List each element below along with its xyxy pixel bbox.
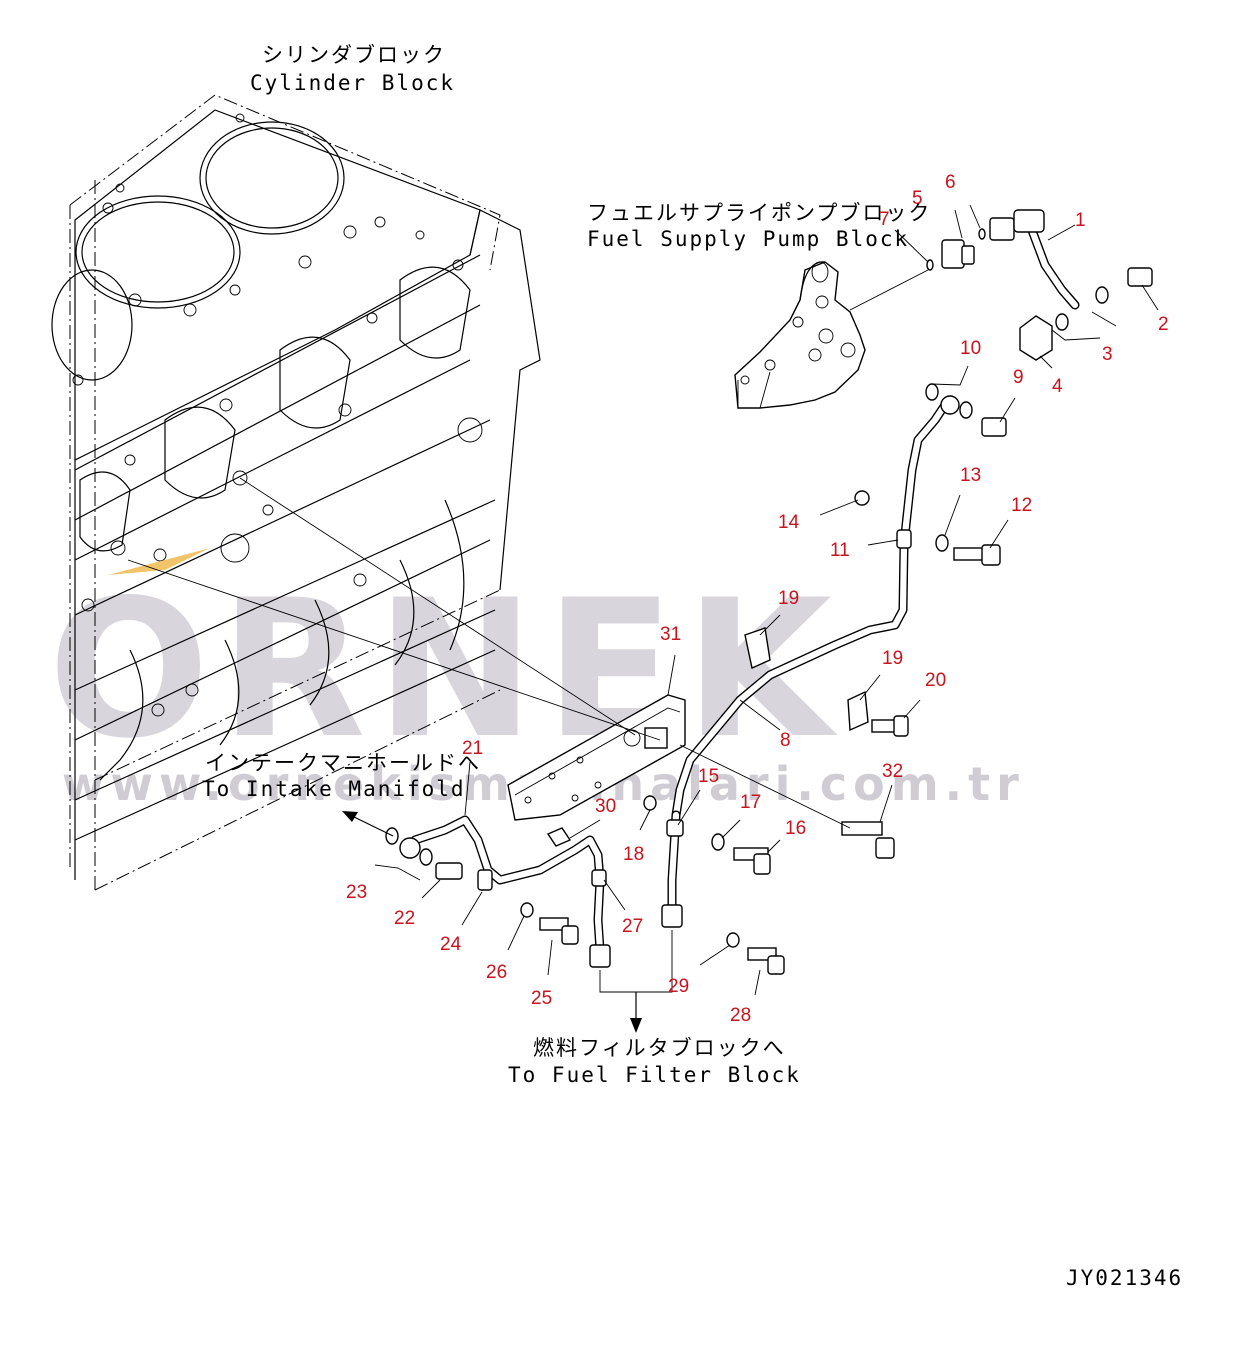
fuel-supply-pump-block [734,261,866,409]
callout-21[interactable]: 21 [462,738,483,759]
intake-label-jp: インテークマニホールドへ [205,751,481,775]
callout-15[interactable]: 15 [698,766,719,787]
callout-6[interactable]: 6 [945,172,956,193]
callout-32[interactable]: 32 [882,761,903,782]
cylinder-block-label-jp: シリンダブロック [262,43,446,67]
intake-label-en: To Intake Manifold [202,777,466,801]
callout-22[interactable]: 22 [394,908,415,929]
callout-19a[interactable]: 19 [778,588,799,609]
callout-29[interactable]: 29 [668,976,689,997]
filter-label-jp: 燃料フィルタブロックへ [533,1036,786,1060]
callout-25[interactable]: 25 [531,988,552,1009]
callout-30[interactable]: 30 [595,796,616,817]
filter-label-en: To Fuel Filter Block [508,1063,801,1087]
callout-14[interactable]: 14 [778,512,800,533]
callout-3[interactable]: 3 [1102,344,1113,365]
drawing-code: JY021346 [1066,1266,1183,1290]
callout-24[interactable]: 24 [440,934,462,955]
callout-12[interactable]: 12 [1011,495,1032,516]
callout-4[interactable]: 4 [1052,376,1063,397]
callout-7[interactable]: 7 [879,209,890,230]
callout-19b[interactable]: 19 [882,648,903,669]
callout-20[interactable]: 20 [925,670,946,691]
cylinder-block-drawing [51,94,541,891]
callout-2[interactable]: 2 [1158,314,1169,335]
callout-23[interactable]: 23 [346,882,367,903]
callout-11[interactable]: 11 [830,540,850,561]
callout-31[interactable]: 31 [660,624,681,645]
callout-16[interactable]: 16 [785,818,806,839]
pump-block-label-en: Fuel Supply Pump Block [587,227,909,251]
watermark-brand: ORNEK [48,559,842,780]
callout-13[interactable]: 13 [960,465,981,486]
small-parts [385,209,1153,975]
fuel-pipes [410,220,1080,968]
callout-28[interactable]: 28 [730,1005,751,1026]
callout-26[interactable]: 26 [486,962,507,983]
leader-lines [127,204,1159,1033]
bracket-31 [507,694,686,821]
callout-1[interactable]: 1 [1075,210,1086,231]
pump-block-label-jp: フュエルサプライポンプブロック [587,201,931,225]
callout-5[interactable]: 5 [912,188,923,209]
callout-17[interactable]: 17 [740,792,761,813]
callout-18[interactable]: 18 [623,844,644,865]
callout-9[interactable]: 9 [1013,367,1024,388]
cylinder-block-label-en: Cylinder Block [250,71,455,95]
callout-10[interactable]: 10 [960,338,981,359]
callout-numbers: 1 2 3 4 5 6 7 8 9 10 11 12 13 14 15 16 1… [346,172,1169,1026]
callout-8[interactable]: 8 [780,730,791,751]
diagram-labels: シリンダブロック Cylinder Block フュエルサプライポンプブロック … [202,43,1183,1290]
callout-27[interactable]: 27 [622,916,643,937]
